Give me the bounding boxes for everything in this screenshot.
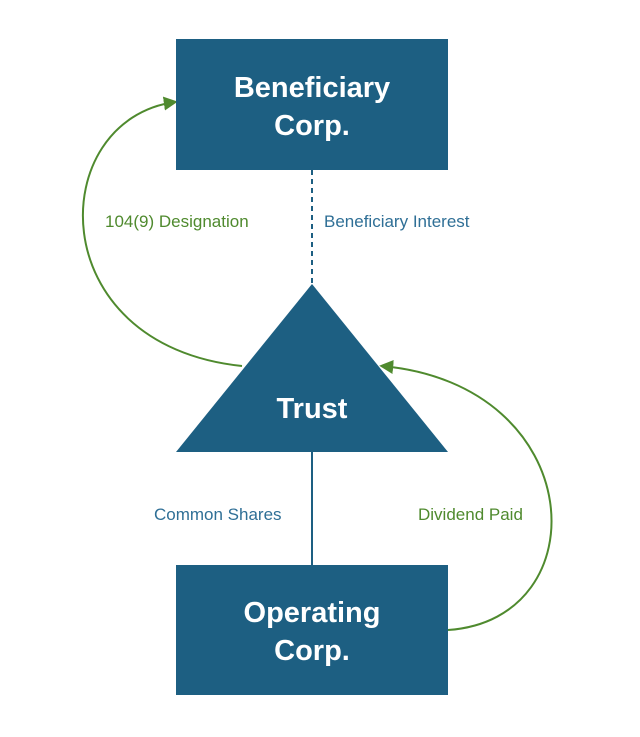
trust-label: Trust [277,393,348,425]
operating-corp-box [176,565,448,695]
dividend-arrow [379,360,553,631]
common-shares-label: Common Shares [154,505,282,524]
dividend-paid-label: Dividend Paid [418,505,523,524]
operating-corp-line2: Corp. [274,635,350,667]
beneficiary-corp-box [176,39,448,170]
designation-arrow [81,96,243,367]
designation-label: 104(9) Designation [105,212,249,231]
operating-corp-line1: Operating [244,597,381,629]
beneficiary-corp-line2: Corp. [274,110,350,142]
trust-triangle [176,284,448,452]
beneficiary-interest-label: Beneficiary Interest [324,212,470,231]
beneficiary-corp-line1: Beneficiary [234,72,390,104]
